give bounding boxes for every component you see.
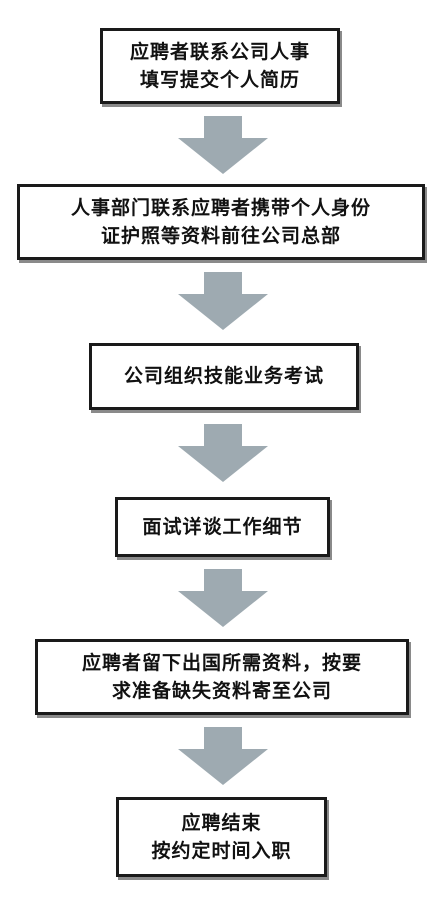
step-text-line: 按约定时间入职 (151, 840, 292, 862)
step-box-submit-resume: 应聘者联系公司人事 填写提交个人简历 (100, 28, 340, 104)
step-box-interview: 面试详谈工作细节 (115, 497, 330, 557)
step-text-line: 人事部门联系应聘者携带个人身份 (70, 196, 371, 219)
step-box-send-materials: 应聘者留下出国所需资料，按要 求准备缺失资料寄至公司 (35, 639, 409, 715)
down-arrow-icon (178, 424, 268, 482)
step-text-line: 公司组织技能业务考试 (123, 365, 324, 388)
step-text-line: 应聘者留下出国所需资料，按要 (81, 651, 362, 674)
step-text-line: 应聘结束 (181, 811, 262, 834)
down-arrow-icon (178, 272, 268, 330)
step-text-line: 面试详谈工作细节 (142, 515, 303, 538)
step-box-onboarding: 应聘结束 按约定时间入职 (116, 797, 327, 877)
down-arrow-icon (178, 569, 268, 627)
step-text-line: 求准备缺失资料寄至公司 (111, 680, 332, 702)
step-box-bring-documents: 人事部门联系应聘者携带个人身份 证护照等资料前往公司总部 (17, 184, 425, 260)
down-arrow-icon (178, 727, 268, 785)
step-text-line: 证护照等资料前往公司总部 (100, 225, 341, 247)
step-box-skill-exam: 公司组织技能业务考试 (89, 343, 359, 410)
down-arrow-icon (178, 116, 268, 174)
step-text-line: 应聘者联系公司人事 (129, 40, 310, 63)
step-text-line: 填写提交个人简历 (139, 69, 300, 91)
